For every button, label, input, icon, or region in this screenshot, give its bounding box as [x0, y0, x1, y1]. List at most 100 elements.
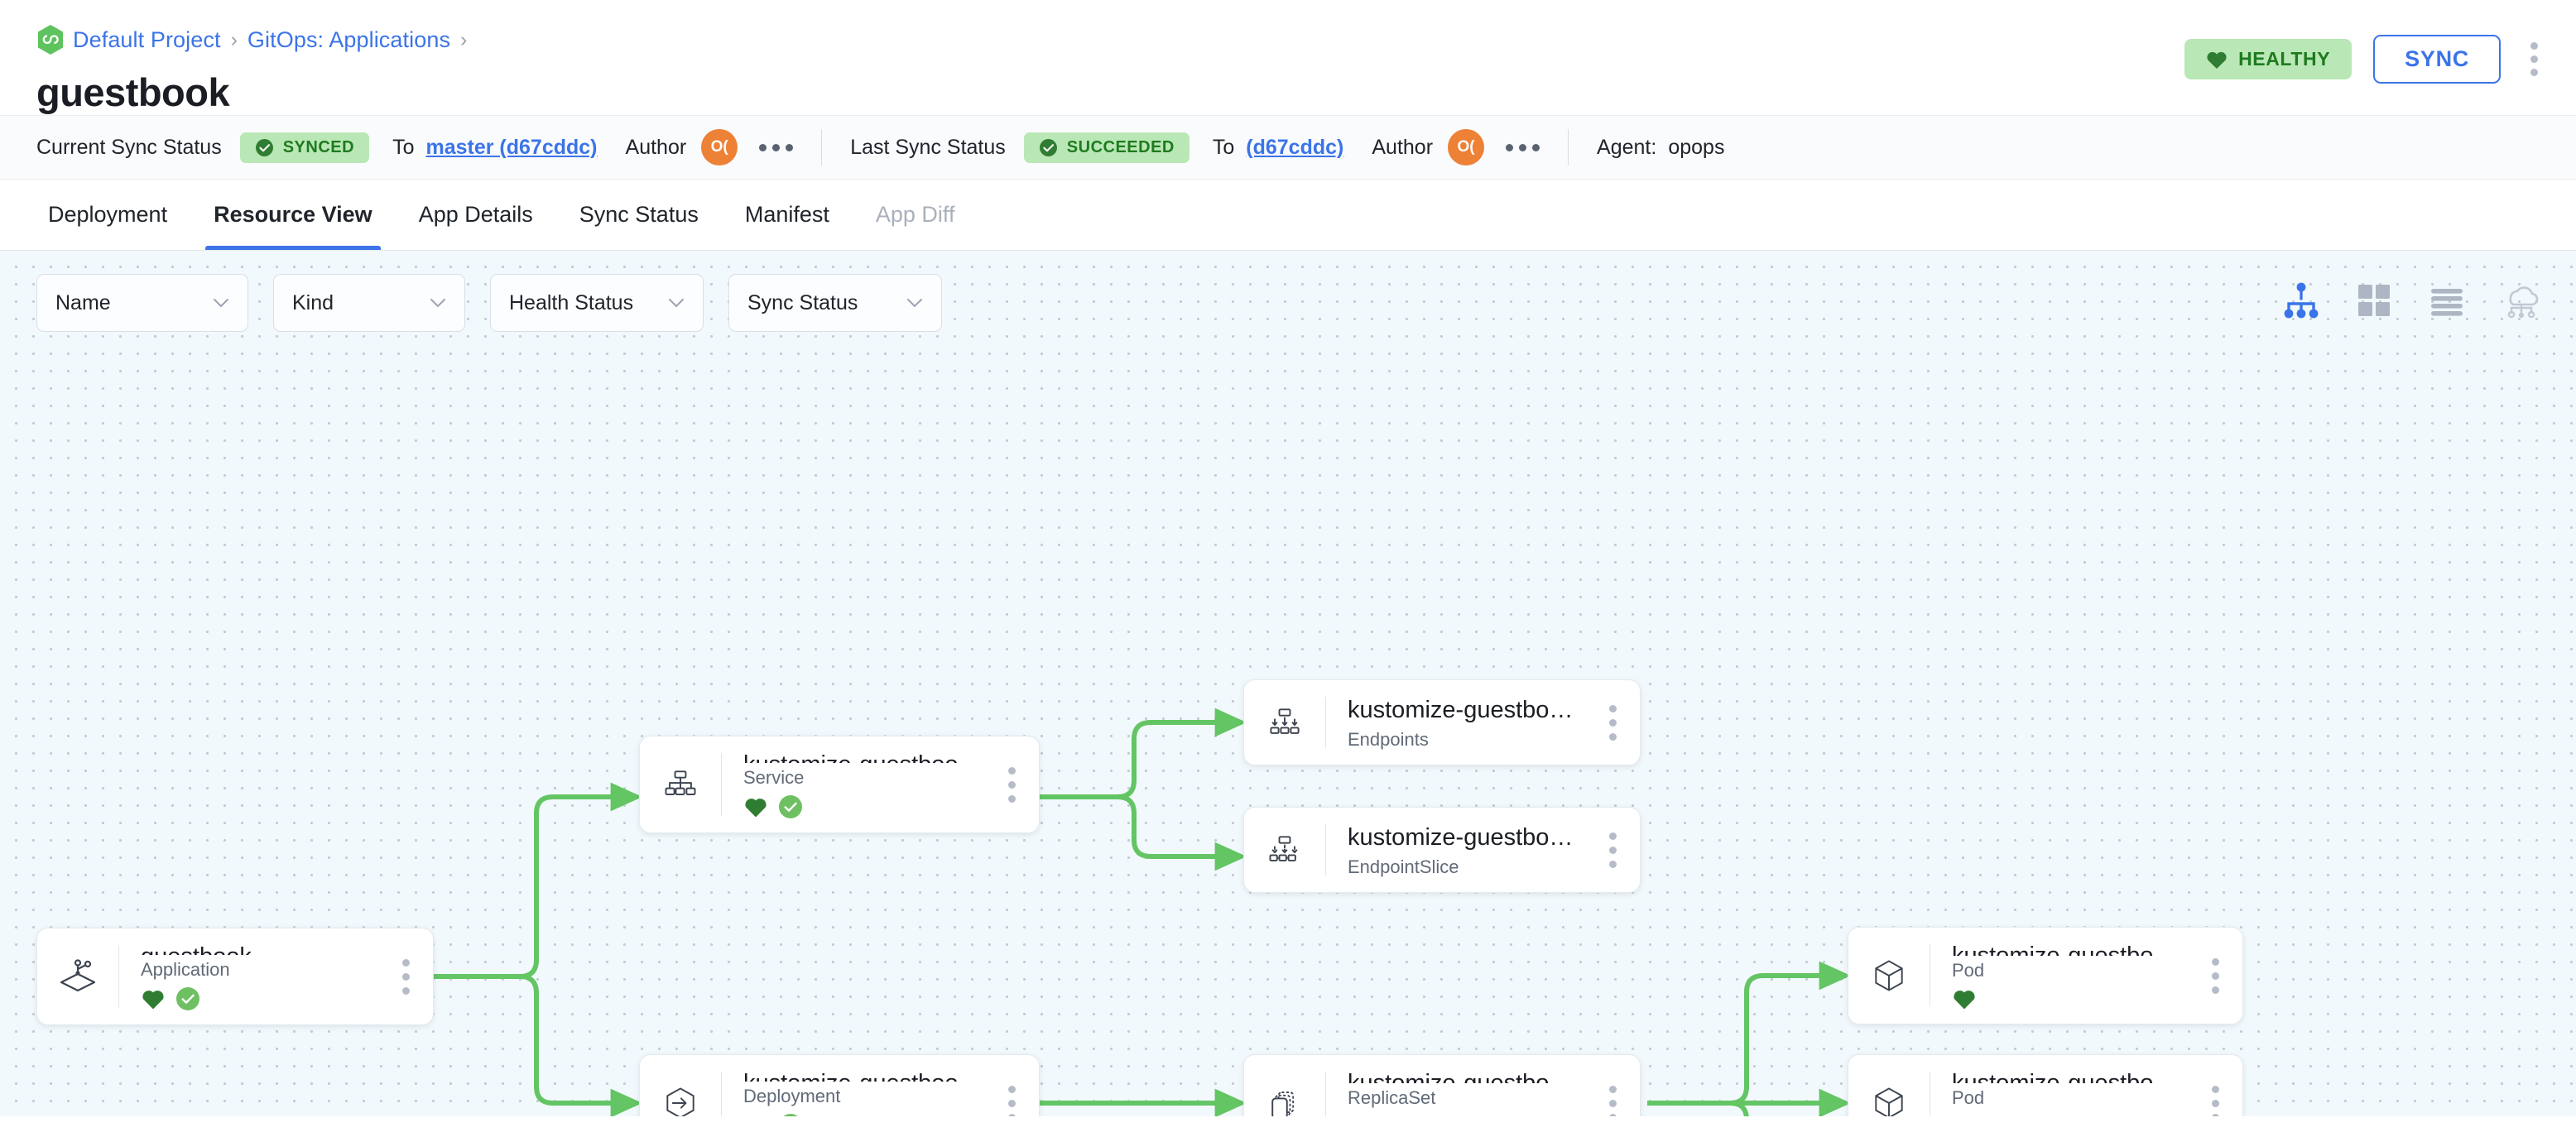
endpoints-icon — [1244, 680, 1325, 765]
tab-sync-status[interactable]: Sync Status — [579, 201, 699, 227]
last-author-avatar[interactable]: O( — [1448, 129, 1485, 166]
node-kind: Pod — [1952, 959, 1985, 981]
kebab-dot — [1519, 143, 1527, 151]
graph-edges — [434, 708, 1851, 1116]
health-status-badge: HEALTHY — [2184, 39, 2353, 79]
last-sync-status-badge: SUCCEEDED — [1023, 132, 1189, 163]
node-menu-icon[interactable] — [2188, 928, 2242, 1024]
edge-service-to-endpointslice — [1040, 794, 1247, 871]
resource-graph-canvas[interactable]: Name Kind Health Status Sync Status — [0, 251, 2576, 1116]
node-body: kustomize-guestbook-ui Service — [722, 736, 984, 832]
agent-value: opops — [1668, 135, 1725, 159]
node-badges — [1348, 1115, 1585, 1116]
filter-sync-status-select[interactable]: Sync Status — [728, 274, 942, 332]
endpointslice-icon — [1244, 808, 1325, 892]
header-actions: HEALTHY SYNC — [2184, 35, 2546, 84]
last-to-label: To — [1212, 135, 1235, 159]
graph-node-replicaset[interactable]: kustomize-guestbook-ui-… ReplicaSet — [1243, 1054, 1641, 1116]
graph-node-endpointslice[interactable]: kustomize-guestbook-ui-… EndpointSlice — [1243, 807, 1641, 893]
last-sync-status-value: SUCCEEDED — [1066, 137, 1175, 156]
tab-deployment[interactable]: Deployment — [48, 201, 168, 227]
filter-health-status-select[interactable]: Health Status — [490, 274, 704, 332]
node-body: guestbook Application — [119, 928, 378, 1024]
node-kind: EndpointSlice — [1348, 856, 1459, 877]
heart-icon — [2206, 50, 2228, 70]
node-menu-icon[interactable] — [1585, 1055, 1640, 1116]
graph-node-pod-2[interactable]: kustomize-guestbook-ui-… Pod — [1848, 1054, 2243, 1116]
deployment-icon — [640, 1055, 721, 1116]
kebab-dot — [1608, 1113, 1617, 1116]
breadcrumb-item-default-project[interactable]: Default Project — [73, 26, 221, 52]
node-menu-icon[interactable] — [984, 736, 1039, 832]
node-menu-icon[interactable] — [1585, 680, 1640, 765]
kebab-dot — [2530, 69, 2538, 76]
graph-node-endpoints[interactable]: kustomize-guestbook-ui Endpoints — [1243, 679, 1641, 765]
sync-check-icon — [175, 986, 200, 1011]
current-author-avatar[interactable]: O( — [701, 129, 738, 166]
last-sync-status-label: Last Sync Status — [850, 135, 1006, 159]
graph-node-service[interactable]: kustomize-guestbook-ui Service — [639, 736, 1040, 833]
heart-icon — [1348, 1115, 1372, 1116]
chevron-down-icon — [906, 298, 923, 308]
node-kind: ReplicaSet — [1348, 1087, 1436, 1108]
graph-node-application[interactable]: guestbook Application — [36, 928, 434, 1025]
graph-node-deployment[interactable]: kustomize-guestbook-ui Deployment — [639, 1054, 1040, 1116]
kebab-dot — [2530, 55, 2538, 63]
kebab-dot — [2211, 1085, 2219, 1093]
breadcrumb: Default Project › GitOps: Applications › — [36, 23, 2540, 56]
node-name: kustomize-guestbook-ui — [1348, 697, 1585, 724]
grid-view-icon[interactable] — [2353, 279, 2396, 322]
tab-resource-view[interactable]: Resource View — [190, 179, 396, 250]
service-icon — [640, 736, 721, 832]
current-sync-more-icon[interactable] — [759, 143, 794, 151]
network-topology-icon[interactable] — [2498, 279, 2541, 322]
filter-health-status-label: Health Status — [509, 290, 634, 314]
node-menu-icon[interactable] — [984, 1055, 1039, 1116]
node-menu-icon[interactable] — [378, 928, 433, 1024]
kebab-dot — [2530, 42, 2538, 50]
node-kind: Application — [141, 958, 230, 980]
node-badges — [141, 986, 378, 1011]
breadcrumb-item-gitops-applications[interactable]: GitOps: Applications — [247, 26, 451, 52]
chevron-down-icon — [668, 298, 685, 308]
sync-button[interactable]: SYNC — [2373, 35, 2501, 84]
filter-name-select[interactable]: Name — [36, 274, 248, 332]
node-badges — [743, 1113, 984, 1116]
filter-name-label: Name — [55, 290, 111, 314]
kebab-dot — [1007, 780, 1016, 789]
edge-app-to-deployment — [434, 974, 642, 1116]
node-badges — [1952, 987, 2188, 1010]
list-view-icon[interactable] — [2425, 279, 2468, 322]
agent-info: Agent:opops — [1597, 136, 1724, 160]
last-sync-more-icon[interactable] — [1506, 143, 1540, 151]
edge-service-to-endpoints — [1040, 708, 1247, 799]
breadcrumb-separator: › — [230, 27, 238, 51]
tab-app-details[interactable]: App Details — [418, 201, 533, 227]
kebab-dot — [1608, 832, 1617, 840]
current-revision-link[interactable]: master (d67cddc) — [425, 135, 598, 159]
node-badges — [1952, 1115, 2188, 1116]
chevron-down-icon — [213, 298, 229, 308]
node-body: kustomize-guestbook-ui-… ReplicaSet — [1326, 1055, 1585, 1116]
edge-app-to-service — [434, 782, 642, 979]
kebab-dot — [1007, 1099, 1016, 1107]
tab-manifest[interactable]: Manifest — [744, 201, 829, 227]
node-kind: Pod — [1952, 1087, 1985, 1108]
kebab-dot — [401, 986, 410, 995]
node-menu-icon[interactable] — [2188, 1055, 2242, 1116]
tree-view-icon[interactable] — [2280, 279, 2323, 322]
kebab-dot — [1608, 860, 1617, 868]
node-name: kustomize-guestbook-ui-… — [1348, 1070, 1585, 1083]
kebab-dot — [2211, 1099, 2219, 1107]
graph-node-pod-1[interactable]: kustomize-guestbook-ui-… Pod — [1848, 927, 2243, 1024]
edge-replicaset-to-pod-3 — [1647, 1101, 1749, 1116]
last-revision-link[interactable]: (d67cddc) — [1246, 135, 1344, 159]
filter-bar: Name Kind Health Status Sync Status — [36, 274, 942, 332]
node-divider — [1325, 697, 1326, 748]
last-author-label: Author — [1372, 135, 1434, 159]
current-author-label: Author — [625, 135, 687, 159]
statusbar-divider — [1568, 129, 1569, 166]
node-menu-icon[interactable] — [1585, 808, 1640, 892]
filter-kind-select[interactable]: Kind — [273, 274, 465, 332]
app-overflow-menu-icon[interactable] — [2522, 37, 2546, 81]
